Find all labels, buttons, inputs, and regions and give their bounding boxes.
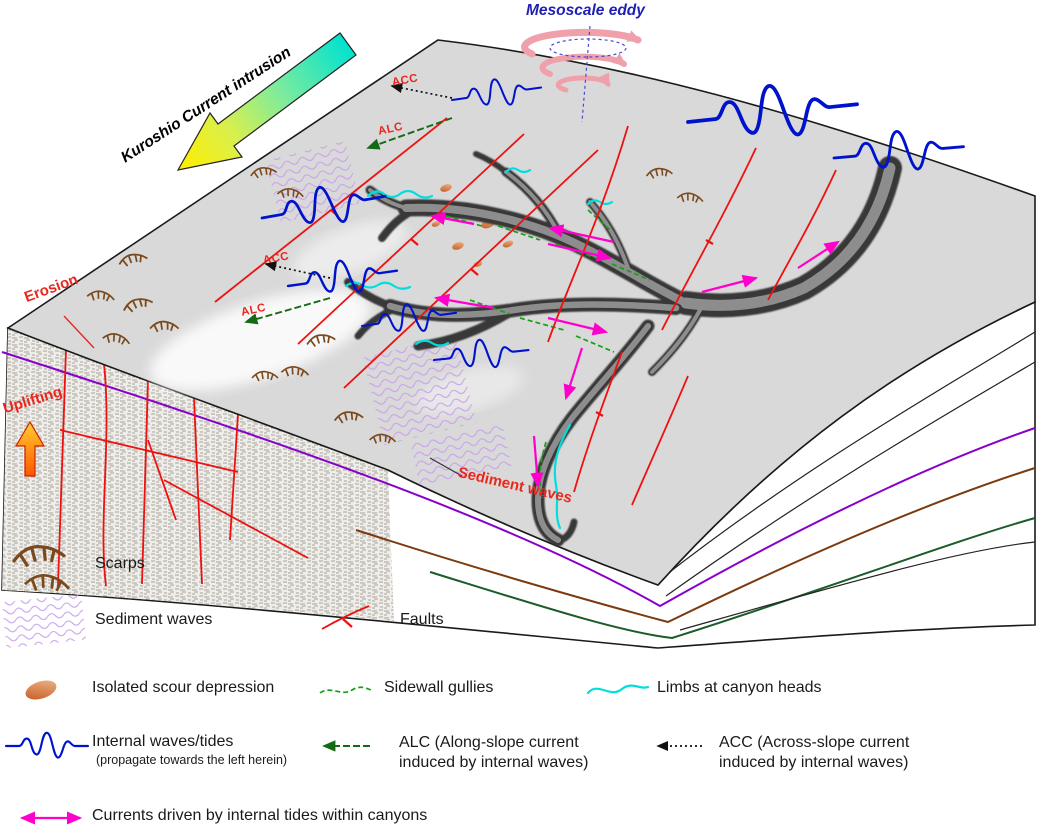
legend-limbs-icon [586, 684, 650, 695]
legend-internal-waves-note: (propagate towards the left herein) [96, 753, 288, 767]
legend-sediment-waves-label: Sediment waves [95, 611, 213, 628]
sediment-waves-leader-line [429, 457, 463, 477]
strata-lines [1, 331, 1036, 640]
legend-limbs-label: Limbs at canyon heads [657, 679, 822, 696]
sediment-wave-fields [265, 141, 512, 486]
legend-faults-icon [321, 605, 370, 630]
mesoscale-eddy-label: Mesoscale eddy [526, 2, 645, 19]
canyon-current-arrows [429, 211, 840, 489]
acc-arrows [264, 82, 453, 279]
erosion-leader-line [63, 315, 95, 349]
legend-alc-label: ALC (Along-slope current induced by inte… [399, 734, 589, 771]
uplift-arrow [14, 420, 46, 477]
legend-sidewall-gullies-icon [319, 686, 372, 694]
legend-isolated-scour-label: Isolated scour depression [92, 679, 275, 696]
legend-sidewall-gullies-label: Sidewall gullies [384, 679, 494, 696]
subsurface-faults [57, 349, 309, 587]
alc-arrows [244, 117, 453, 325]
legend-scarps-label: Scarps [95, 555, 145, 572]
legend-acc-label: ACC (Across-slope current induced by int… [719, 734, 910, 771]
surface-faults [214, 117, 837, 506]
legend-faults-label: Faults [400, 611, 444, 628]
legend-canyon-currents-label: Currents driven by internal tides within… [92, 807, 428, 824]
kuroshio-arrow [176, 32, 357, 171]
legend-isolated-scour-icon [25, 680, 57, 700]
legend-internal-waves-icon [4, 731, 90, 759]
legend-sediment-waves-icon [1, 593, 87, 649]
legend-internal-waves-label: Internal waves/tides [92, 733, 234, 750]
limb-lines [344, 167, 614, 530]
mesoscale-eddy-graphic [521, 25, 642, 123]
